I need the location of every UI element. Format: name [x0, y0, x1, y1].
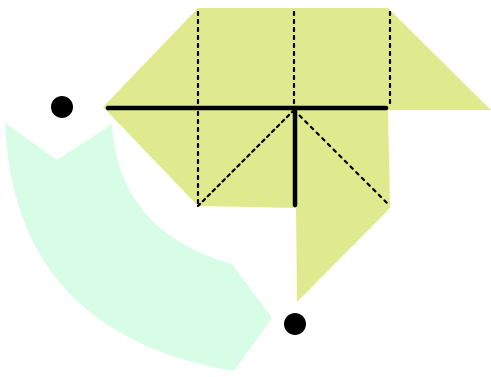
point-bottom [284, 313, 306, 335]
point-left [51, 96, 73, 118]
